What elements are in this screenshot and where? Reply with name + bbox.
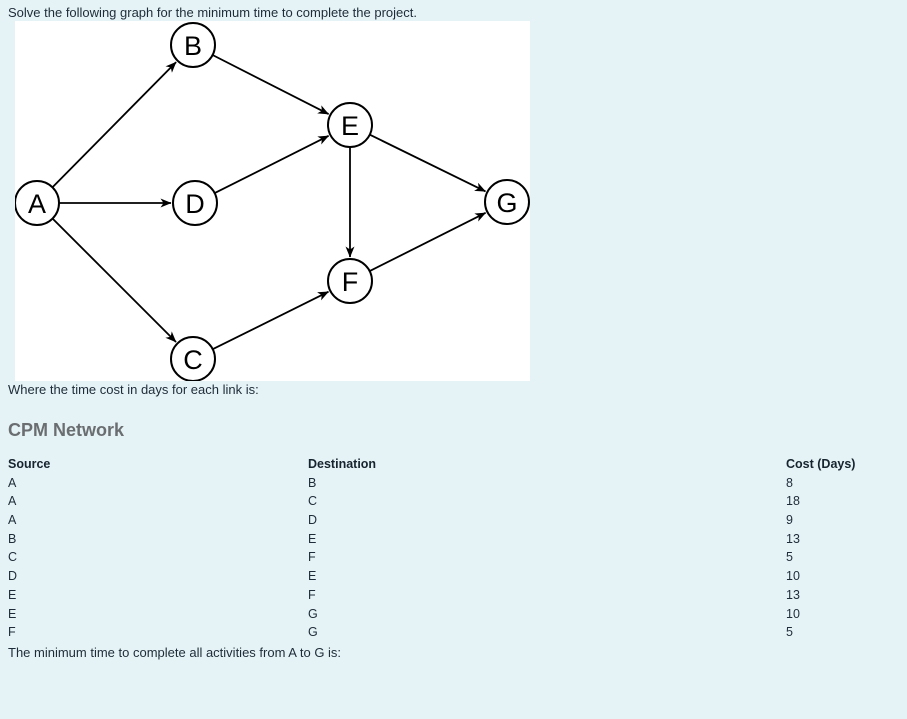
edge-E-G — [369, 133, 486, 193]
cpm-graph-diagram: A B C D E F G — [15, 22, 530, 381]
node-A: A — [15, 180, 60, 226]
node-circle-C — [170, 336, 216, 381]
table-cell-cost: 9 — [786, 513, 793, 528]
node-circle-F — [327, 258, 373, 304]
table-cell-cost: 5 — [786, 550, 793, 565]
node-label-E: E — [341, 111, 359, 141]
table-cell-cost: 10 — [786, 606, 800, 621]
edge-B-E — [212, 54, 330, 115]
node-B: B — [170, 22, 216, 68]
table-cell-source: E — [8, 606, 17, 621]
node-circle-A — [15, 180, 60, 226]
node-label-F: F — [342, 267, 359, 297]
edge-A-B — [51, 61, 177, 188]
minimum-time-question: The minimum time to complete all activit… — [8, 644, 342, 660]
table-cell-cost: 10 — [786, 569, 800, 584]
instruction-text: Solve the following graph for the minimu… — [8, 5, 417, 20]
node-label-G: G — [496, 188, 517, 218]
node-C: C — [170, 336, 216, 381]
table-cell-destination: E — [308, 569, 317, 584]
column-header-cost: Cost (Days) — [786, 457, 856, 471]
cpm-network-heading: CPM Network — [8, 420, 125, 440]
table-cell-source: B — [8, 531, 17, 546]
table-cell-source: E — [8, 587, 17, 602]
node-circle-G — [484, 179, 530, 225]
table-cell-source: A — [8, 513, 17, 528]
table-cell-destination: F — [308, 587, 316, 602]
page: Solve the following graph for the minimu… — [8, 5, 899, 660]
node-F: F — [327, 258, 373, 304]
edge-C-F — [212, 290, 329, 351]
node-G: G — [484, 179, 530, 225]
table-cell-destination: D — [308, 513, 318, 528]
graph-canvas: A B C D E F G — [15, 21, 530, 381]
column-header-destination: Destination — [308, 457, 377, 471]
node-D: D — [172, 180, 218, 226]
node-label-D: D — [185, 189, 205, 219]
table-cell-source: A — [8, 494, 17, 509]
table-cell-cost: 8 — [786, 475, 793, 490]
table-cell-cost: 5 — [786, 625, 793, 640]
table-cell-source: C — [8, 550, 18, 565]
table-cell-destination: B — [308, 475, 317, 490]
node-label-B: B — [184, 31, 202, 61]
node-circle-E — [327, 102, 373, 148]
table-cell-destination: G — [308, 606, 318, 621]
table-cell-cost: 13 — [786, 587, 800, 602]
link-cost-caption: Where the time cost in days for each lin… — [8, 382, 259, 397]
edge-A-C — [51, 217, 177, 343]
node-label-C: C — [183, 345, 203, 375]
edge-F-G — [369, 211, 487, 272]
table-cell-source: A — [8, 475, 17, 490]
node-circle-D — [172, 180, 218, 226]
table-cell-destination: E — [308, 531, 317, 546]
table-cell-destination: G — [308, 625, 318, 640]
table-cell-destination: F — [308, 550, 316, 565]
table-cell-destination: C — [308, 494, 318, 509]
edge-D-E — [214, 134, 330, 194]
node-E: E — [327, 102, 373, 148]
table-cell-cost: 13 — [786, 531, 800, 546]
table-cell-source: D — [8, 569, 18, 584]
column-header-source: Source — [8, 457, 51, 471]
node-circle-B — [170, 22, 216, 68]
table-cell-cost: 18 — [786, 494, 800, 509]
node-label-A: A — [28, 189, 46, 219]
table-cell-source: F — [8, 625, 16, 640]
